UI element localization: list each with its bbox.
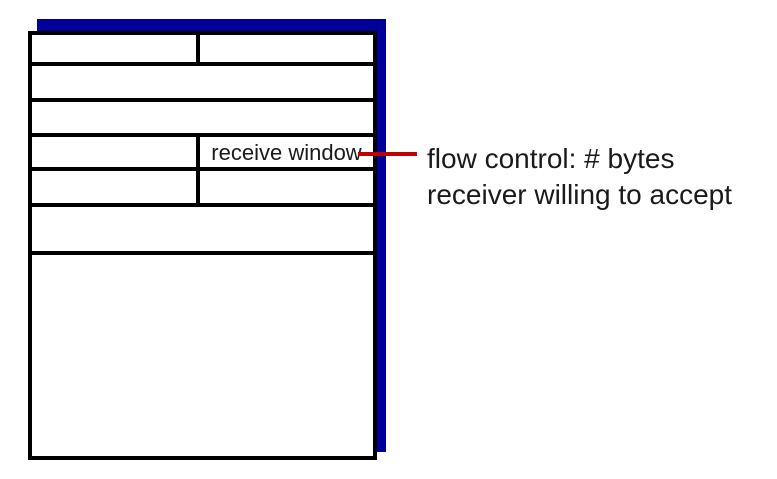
segment-cell: receive window: [200, 137, 373, 167]
segment-row-options: [32, 207, 373, 255]
flow-control-annotation: flow control: # bytes receiver willing t…: [427, 141, 732, 213]
segment-row-checksum: [32, 171, 373, 207]
segment-row-seq: [32, 66, 373, 102]
segment-row-ack: [32, 102, 373, 137]
flow-control-annotation-line2: receiver willing to accept: [427, 179, 733, 210]
tcp-segment-table: receive window: [28, 31, 377, 460]
segment-cell: [32, 66, 373, 98]
receive-window-label: receive window: [211, 139, 362, 165]
segment-cell: [32, 255, 373, 456]
segment-cell: [200, 35, 373, 62]
segment-row-data: [32, 255, 373, 456]
segment-cell: [32, 35, 200, 62]
segment-cell: [32, 207, 373, 251]
segment-row-receive-window: receive window: [32, 137, 373, 171]
segment-cell: [32, 171, 200, 203]
connector-line: [358, 152, 417, 156]
segment-row-ports: [32, 35, 373, 66]
segment-cell: [32, 137, 200, 167]
segment-cell: [32, 102, 373, 133]
segment-cell: [200, 171, 373, 203]
flow-control-annotation-line1: flow control: # bytes: [427, 143, 675, 174]
